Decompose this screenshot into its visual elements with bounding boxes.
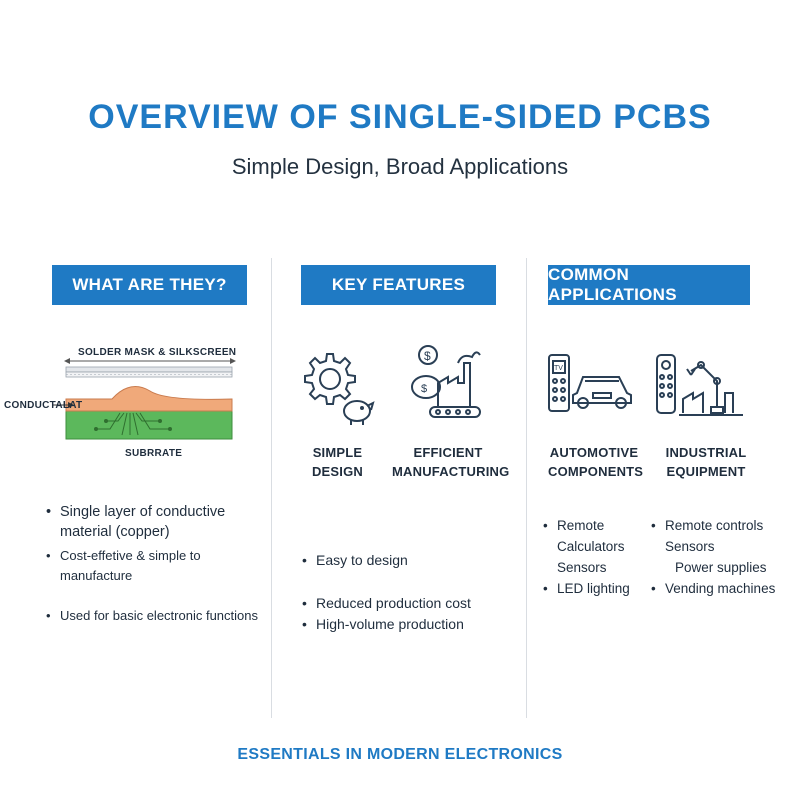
feature-efficient-manufacturing-label: EFFICIENT MANUFACTURING	[392, 445, 510, 479]
app-industrial-label: INDUSTRIAL EQUIPMENT	[665, 445, 747, 479]
list-item: Vending machines	[651, 578, 796, 599]
column-divider-2	[526, 258, 527, 718]
list-item: Sensors	[665, 539, 715, 554]
automotive-bullets: Remote Calculators Sensors LED lighting	[543, 515, 653, 599]
list-item: LED lighting	[543, 578, 653, 599]
list-item: Reduced production cost	[302, 593, 524, 614]
list-item: Remote	[543, 515, 653, 536]
list-item: Single layer of conductive material (cop…	[46, 502, 268, 542]
list-item: High-volume production	[302, 614, 524, 635]
column-divider-1	[271, 258, 272, 718]
gear-piggy-bank-icon	[304, 353, 375, 425]
list-item: Cost-effetive & simple to manufacture	[46, 546, 268, 586]
list-item: Power supplies	[675, 560, 767, 575]
key-features-bullets: Easy to design Reduced production cost H…	[302, 550, 524, 635]
industrial-bullets: Remote controls Sensors Power supplies V…	[651, 515, 796, 599]
page-title: OVERVIEW OF SINGLE-SIDED PCBS	[88, 98, 712, 136]
header-common-applications: COMMON APPLICATIONS	[548, 265, 750, 305]
diagram-top-label: SOLDER MASK & SILKSCREEN	[78, 347, 237, 358]
header-what-are-they: WHAT ARE THEY?	[52, 265, 247, 305]
tv-label: TV	[554, 365, 563, 372]
list-item: Used for basic electronic functions	[46, 606, 268, 626]
diagram-bottom-label: SUBRRATE	[125, 448, 183, 459]
list-item: Calculators	[557, 539, 625, 554]
pcb-layer-diagram	[52, 358, 236, 440]
footer-tagline: ESSENTIALS IN MODERN ELECTRONICS	[237, 746, 563, 763]
diagram-left-label: CONDUCTALAT	[4, 400, 83, 411]
list-item: Remote controls	[651, 515, 796, 536]
factory-money-icon: $ $	[411, 345, 481, 418]
list-item: Sensors	[557, 560, 607, 575]
what-are-they-bullets: Single layer of conductive material (cop…	[46, 502, 268, 626]
remote-robot-arm-icon	[656, 354, 743, 416]
page-subtitle: Simple Design, Broad Applications	[231, 154, 569, 179]
svg-text:$: $	[421, 383, 427, 395]
remote-car-icon: TV	[548, 354, 632, 412]
list-item: Easy to design	[302, 550, 524, 571]
app-automotive-label: AUTOMOTIVE COMPONENTS	[548, 445, 644, 479]
feature-simple-design-label: SIMPLE DESIGN	[311, 445, 364, 479]
header-key-features: KEY FEATURES	[301, 265, 496, 305]
svg-text:$: $	[424, 349, 431, 363]
